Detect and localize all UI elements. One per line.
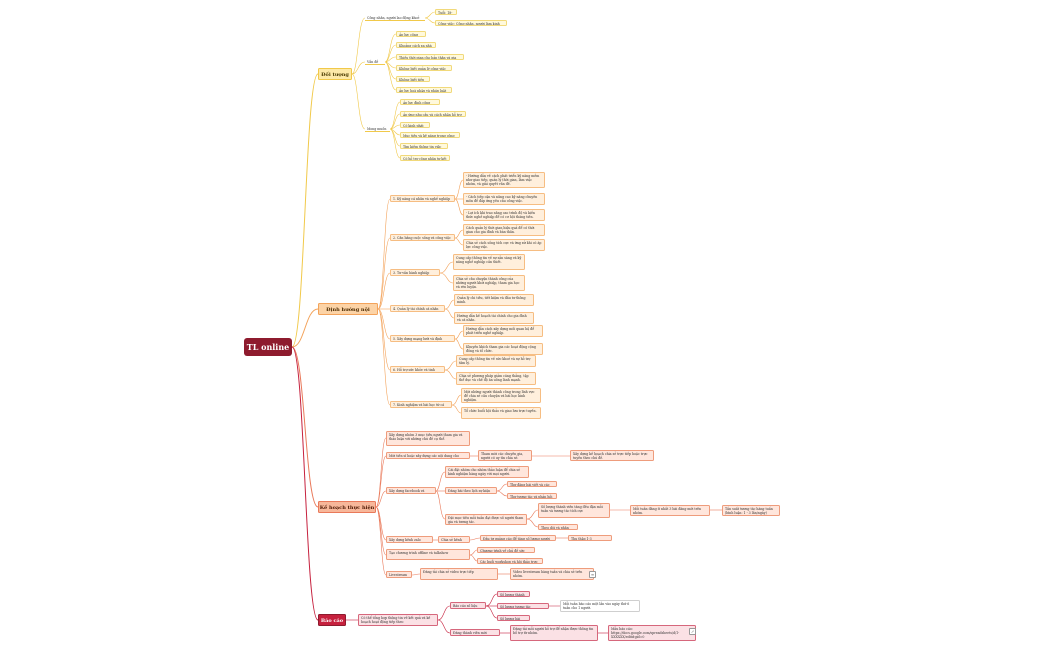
node-ke-hoach-k4b[interactable]: Đầu tư quảng cáo để tăng số lượng người … bbox=[480, 535, 556, 541]
node-ke-hoach-k3b[interactable]: Đăng bài theo lịch sự kiện bbox=[445, 487, 497, 494]
node-dinh-huong-h3[interactable]: 3. Tư vấn hành nghiệp bbox=[390, 269, 440, 276]
node-doi-tuong-g1b[interactable]: Công việc: Công nhân, người làm kinh doa… bbox=[435, 20, 507, 26]
node-doi-tuong-g2a[interactable]: Áp lực công việc bbox=[396, 31, 426, 37]
branch-label: Kế hoạch thực hiện bbox=[319, 505, 375, 511]
node-bao-cao-c1a2[interactable]: Số lượng tương tác bbox=[497, 603, 549, 609]
branch-label: Báo cáo bbox=[320, 618, 344, 624]
branch-dinh-huong[interactable]: Định hướng nội dung bbox=[318, 303, 378, 315]
note-icon[interactable]: ≡ bbox=[589, 571, 596, 578]
node-doi-tuong-g3f[interactable]: Có hỗ trợ công nhân tư kết nối bbox=[400, 155, 450, 161]
node-ke-hoach-k4[interactable]: Xây dựng kênh zalo bbox=[386, 536, 433, 543]
node-doi-tuong-g1a[interactable]: Tuổi: 18-35 bbox=[435, 9, 457, 15]
node-ke-hoach-k5a[interactable]: Chương trình về chủ đề sức khoẻ bbox=[477, 547, 535, 553]
node-dinh-huong-h3a[interactable]: Cung cấp thông tin về sự sẵn sàng và kỹ … bbox=[453, 254, 525, 270]
link-icon[interactable]: ↗ bbox=[689, 628, 696, 635]
node-dinh-huong-h2b[interactable]: Chia sẻ cách sống tích cực và ứng xử khi… bbox=[463, 239, 545, 251]
node-ke-hoach-k6a[interactable]: Đăng tải chia sẻ video trực tiếp bbox=[420, 568, 498, 580]
node-dinh-huong-h5[interactable]: 5. Xây dựng mạng lưới và định hướng bbox=[390, 335, 455, 342]
node-doi-tuong-g3d[interactable]: Mục tiêu và kỹ năng trong công việc bbox=[400, 132, 460, 138]
node-ke-hoach-k1[interactable]: Xây dựng nhóm 3 mục tiêu người tham gia … bbox=[386, 431, 470, 446]
node-dinh-huong-h6b[interactable]: Chia sẻ phương pháp giảm căng thẳng, tập… bbox=[456, 372, 536, 385]
node-doi-tuong-g1[interactable]: Công nhân, người lao động khoẻ bbox=[365, 15, 425, 21]
node-doi-tuong-g2e[interactable]: Không biết tiếp cận bbox=[396, 76, 430, 82]
node-dinh-huong-h7a[interactable]: Mời những người thành công trong lĩnh vự… bbox=[461, 388, 541, 403]
node-bao-cao-c1a[interactable]: Báo cáo số liệu bbox=[450, 602, 486, 609]
node-dinh-huong-h4b[interactable]: Hướng dẫn kế hoạch tài chính cho gia đìn… bbox=[454, 312, 534, 324]
root-label: TL online bbox=[246, 342, 290, 352]
node-dinh-huong-h1[interactable]: 1. Kỹ năng cá nhân và nghề nghiệp bbox=[390, 195, 455, 202]
node-ke-hoach-k6[interactable]: Livestream bbox=[386, 571, 412, 578]
node-dinh-huong-h5b[interactable]: Khuyến khích tham gia các hoạt động cộng… bbox=[463, 343, 543, 355]
node-dinh-huong-h7b[interactable]: Tổ chức buổi hội thảo và giao lưu trực t… bbox=[461, 407, 541, 419]
node-bao-cao-c1b1[interactable]: Đăng tải mỗi người hỗ trợ để nhận được t… bbox=[510, 625, 598, 641]
node-bao-cao-c1[interactable]: Có thể tổng hợp thông tin về kết quả và … bbox=[358, 614, 438, 626]
branch-label: Đối tượng bbox=[321, 72, 349, 78]
node-ke-hoach-k3[interactable]: Xây dựng facebook và nhóm bbox=[386, 487, 436, 494]
node-ke-hoach-k5b[interactable]: Các buổi workshop và hội thảo trực tiếp bbox=[477, 558, 543, 564]
node-ke-hoach-k3b2[interactable]: Thư tương tác và phản hồi bình luận bbox=[507, 493, 557, 499]
node-doi-tuong-g3c[interactable]: Có kinh phát triển bbox=[400, 122, 430, 128]
node-dinh-huong-h7[interactable]: 7. Kinh nghiệm và bài học từ cá nhân bbox=[390, 401, 452, 408]
node-dinh-huong-h1a[interactable]: - Hướng dẫn về cách phát triển kỹ năng m… bbox=[463, 172, 545, 188]
node-ke-hoach-k2a[interactable]: Tham mời các chuyên gia, người có uy tín… bbox=[478, 450, 532, 461]
node-dinh-huong-h1b[interactable]: - Cách tiếp cận và nâng cao kỹ năng chuy… bbox=[463, 193, 545, 205]
node-ke-hoach-k3c1[interactable]: Số lượng thành viên tăng đều đặn mỗi tuầ… bbox=[538, 503, 610, 518]
node-doi-tuong-g2d[interactable]: Không biết quản lý công việc bbox=[396, 65, 452, 71]
node-bao-cao-c1b2[interactable]: Mẫu báo cáo: https://docs.google.com/spr… bbox=[608, 625, 696, 641]
node-dinh-huong-h1c[interactable]: - Lợi ích khi trao nâng cao trình độ và … bbox=[463, 209, 545, 221]
node-ke-hoach-k3c4[interactable]: Tần suất tương tác hàng tuần (bình luận:… bbox=[722, 505, 780, 516]
node-doi-tuong-g3b[interactable]: Áp ứng nhu cầu và cách nhận hỗ trợ bbox=[400, 111, 466, 117]
node-doi-tuong-g2c[interactable]: Thiếu thời gian cho bản thân và gia đình bbox=[396, 54, 464, 60]
branch-label: Định hướng nội dung bbox=[326, 307, 370, 313]
node-ke-hoach-k6b[interactable]: Video livestream hàng tuần và chia sẻ tr… bbox=[510, 568, 594, 580]
node-doi-tuong-g2[interactable]: Vấn đề bbox=[365, 59, 385, 65]
branch-doi-tuong[interactable]: Đối tượng bbox=[318, 68, 352, 80]
node-dinh-huong-h3b[interactable]: Chia sẻ câu chuyện thành công của những … bbox=[453, 275, 525, 291]
node-dinh-huong-h4[interactable]: 4. Quản lý tài chính cá nhân bbox=[390, 305, 445, 312]
node-bao-cao-c1b[interactable]: Đăng thành viên mới bbox=[450, 629, 500, 636]
node-ke-hoach-k3c[interactable]: Đặt mục tiêu mỗi tuần đạt được số người … bbox=[445, 514, 527, 525]
branch-ke-hoach[interactable]: Kế hoạch thực hiện bbox=[318, 501, 376, 513]
node-ke-hoach-k3b1[interactable]: Thư đăng bài viết và các video ngắn bbox=[507, 481, 557, 487]
node-dinh-huong-h2a[interactable]: Cách quản lý thời gian hiệu quả để có th… bbox=[463, 224, 545, 236]
node-dinh-huong-h6[interactable]: 6. Hỗ trợ sức khỏe và tinh thần bbox=[390, 366, 445, 373]
node-ke-hoach-k5[interactable]: Tạo chương trình offline và talkshow bbox=[386, 549, 470, 560]
node-ke-hoach-k4a[interactable]: Chia sẻ kênh zalo bbox=[438, 536, 470, 543]
node-ke-hoach-k3c2[interactable]: Theo dõi và phân tích số liệu. bbox=[538, 524, 578, 530]
node-ke-hoach-k4c[interactable]: Thu thập 1-3 người/ngày bbox=[568, 535, 612, 541]
node-bao-cao-note[interactable]: Mỗi tuần báo cáo một lần vào ngày thứ 6 … bbox=[560, 600, 640, 612]
node-ke-hoach-k2b[interactable]: Xây dựng kế hoạch chia sẻ trực tiếp hoặc… bbox=[570, 450, 654, 461]
node-doi-tuong-g2f[interactable]: Áp lực hoà nhập và pháp luật bbox=[396, 87, 452, 93]
node-dinh-huong-h5a[interactable]: Hướng dẫn cách xây dựng mối quan hệ để p… bbox=[463, 325, 543, 337]
node-bao-cao-c1a1[interactable]: Số lượng thành viên bbox=[497, 591, 530, 597]
root-node[interactable]: TL online bbox=[244, 338, 292, 356]
node-doi-tuong-g3a[interactable]: Áp lực định công việc bbox=[400, 99, 440, 105]
node-ke-hoach-k3a[interactable]: Cài đặt nhóm cho nhóm thảo luận để chia … bbox=[445, 466, 529, 478]
branch-bao-cao[interactable]: Báo cáo bbox=[318, 614, 346, 626]
node-dinh-huong-h6a[interactable]: Cung cấp thông tin về sức khoẻ và sự hỗ … bbox=[456, 355, 536, 367]
node-doi-tuong-g3e[interactable]: Tìm kiếm thông tin việc làm bbox=[400, 143, 448, 149]
node-doi-tuong-g2b[interactable]: Khoảng cách xa nhà bbox=[396, 42, 436, 48]
node-ke-hoach-k3c3[interactable]: Mỗi tuần đăng ít nhất 3 bài đăng mới trê… bbox=[630, 505, 710, 516]
node-dinh-huong-h2[interactable]: 2. Cân bằng cuộc sống và công việc bbox=[390, 234, 455, 241]
node-doi-tuong-g3[interactable]: Mong muốn bbox=[365, 126, 390, 132]
node-ke-hoach-k2[interactable]: Mời tiến sĩ hoặc xây dựng các nội dung c… bbox=[386, 452, 470, 459]
node-bao-cao-c1a3[interactable]: Số lượng bài đăng bbox=[497, 615, 530, 621]
node-dinh-huong-h4a[interactable]: Quản lý chi tiêu, tiết kiệm và đầu tư th… bbox=[454, 294, 534, 306]
